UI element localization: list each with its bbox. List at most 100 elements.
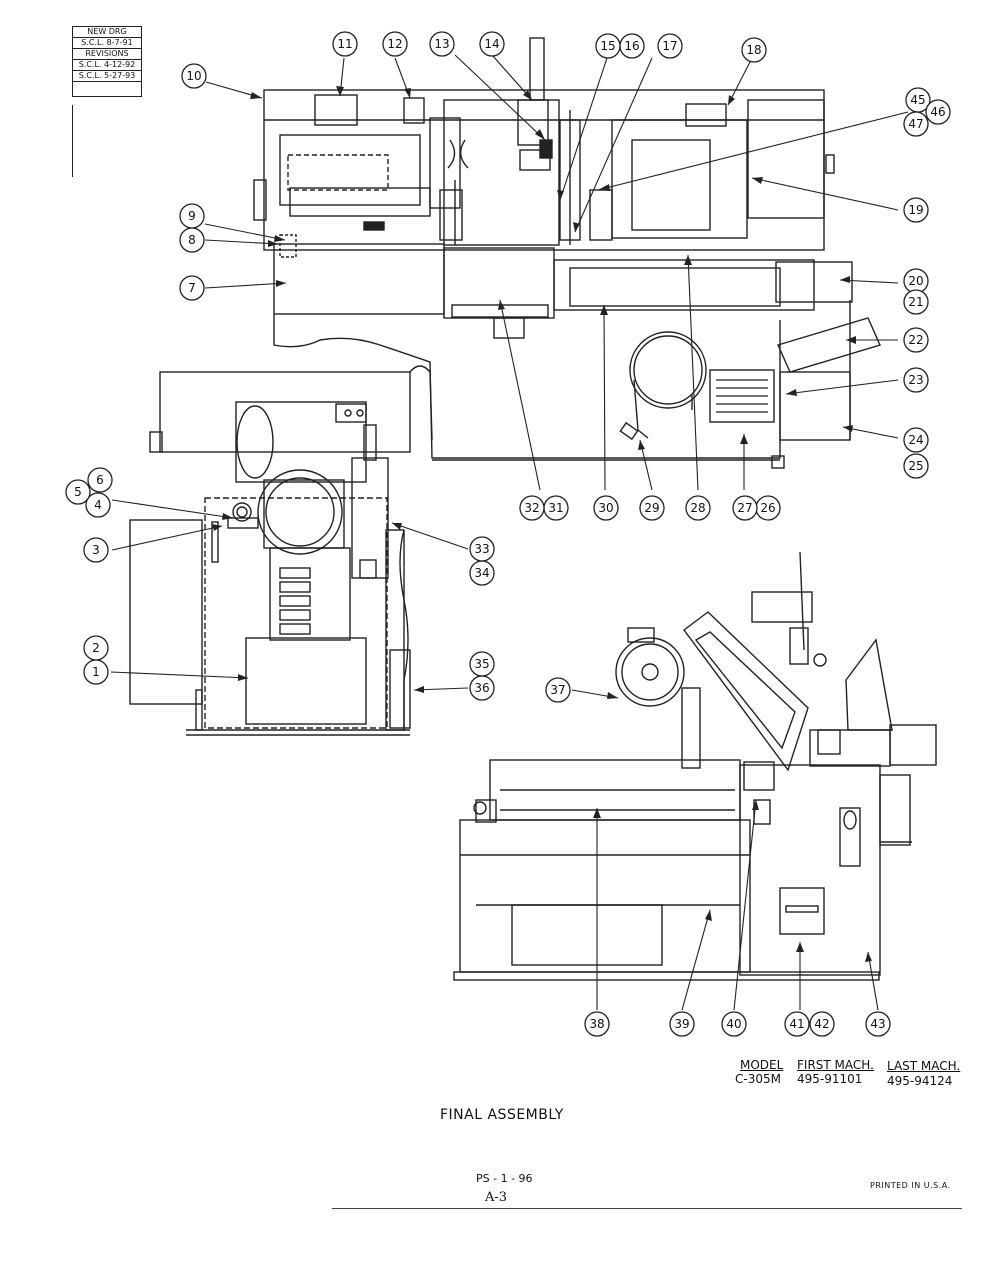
footer-rule <box>332 1208 962 1209</box>
callout-41: 41 <box>784 1011 810 1037</box>
callout-circle <box>619 33 645 59</box>
callout-33: 33 <box>469 536 495 562</box>
callout-circle <box>83 635 109 661</box>
printed-in-usa: PRINTED IN U.S.A. <box>870 1181 951 1190</box>
callout-circle <box>429 31 455 57</box>
callout-circle <box>85 492 111 518</box>
callout-number: 28 <box>690 501 705 515</box>
callout-number: 8 <box>188 233 196 247</box>
callout-number: 2 <box>92 641 100 655</box>
callout-10: 10 <box>181 63 207 89</box>
callout-number: 21 <box>908 295 923 309</box>
callout-number: 31 <box>548 501 563 515</box>
callout-circle <box>469 560 495 586</box>
callout-circle <box>65 479 91 505</box>
callout-number: 36 <box>474 681 489 695</box>
callout-circle <box>903 427 929 453</box>
callout-number: 35 <box>474 657 489 671</box>
callout-circle <box>903 197 929 223</box>
callout-number: 9 <box>188 209 196 223</box>
callout-number: 3 <box>92 543 100 557</box>
callout-7: 7 <box>179 275 205 301</box>
callout-46: 46 <box>925 99 951 125</box>
callout-number: 17 <box>662 39 677 53</box>
callout-25: 25 <box>903 453 929 479</box>
leader-arrowheads <box>212 86 872 962</box>
callout-8: 8 <box>179 227 205 253</box>
callout-circle <box>639 495 665 521</box>
callout-circle <box>332 31 358 57</box>
callout-circle <box>784 1011 810 1037</box>
callout-number: 14 <box>484 37 499 51</box>
callout-circle <box>903 327 929 353</box>
callout-number: 23 <box>908 373 923 387</box>
callout-circle <box>382 31 408 57</box>
callout-number: 34 <box>474 566 489 580</box>
drawing-title: FINAL ASSEMBLY <box>440 1107 564 1123</box>
callout-16: 16 <box>619 33 645 59</box>
callout-circle <box>593 495 619 521</box>
callout-26: 26 <box>755 495 781 521</box>
revisions-label: REVISIONS <box>73 49 141 60</box>
callout-number: 13 <box>434 37 449 51</box>
callout-14: 14 <box>479 31 505 57</box>
callout-number: 7 <box>188 281 196 295</box>
callout-number: 20 <box>908 274 923 288</box>
callout-number: 37 <box>550 683 565 697</box>
callout-circle <box>181 63 207 89</box>
callout-circle <box>87 467 113 493</box>
callout-circle <box>732 495 758 521</box>
callout-circle <box>657 33 683 59</box>
revision-block-stem <box>72 105 73 177</box>
callout-number: 22 <box>908 333 923 347</box>
callout-number: 26 <box>760 501 775 515</box>
callout-19: 19 <box>903 197 929 223</box>
callout-circle <box>741 37 767 63</box>
callout-47: 47 <box>903 111 929 137</box>
callout-24: 24 <box>903 427 929 453</box>
callout-28: 28 <box>685 495 711 521</box>
callout-38: 38 <box>584 1011 610 1037</box>
callout-number: 25 <box>908 459 923 473</box>
callout-15: 15 <box>595 33 621 59</box>
callout-number: 10 <box>186 69 201 83</box>
callout-number: 24 <box>908 433 923 447</box>
callout-number: 16 <box>624 39 639 53</box>
callout-number: 4 <box>94 498 102 512</box>
callout-number: 11 <box>337 37 352 51</box>
last-mach-value: 495-94124 <box>887 1074 953 1088</box>
callout-31: 31 <box>543 495 569 521</box>
callout-32: 32 <box>519 495 545 521</box>
callout-5: 5 <box>65 479 91 505</box>
callout-circle <box>903 453 929 479</box>
revision-1: S.C.L. 4-12-92 <box>73 60 141 71</box>
callout-circle <box>685 495 711 521</box>
callout-30: 30 <box>593 495 619 521</box>
callout-number: 1 <box>92 665 100 679</box>
page-number: PS - 1 - 96 <box>476 1172 533 1185</box>
callout-circle <box>545 677 571 703</box>
callout-39: 39 <box>669 1011 695 1037</box>
callout-number: 33 <box>474 542 489 556</box>
callout-circle <box>903 289 929 315</box>
callout-43: 43 <box>865 1011 891 1037</box>
callout-number: 39 <box>674 1017 689 1031</box>
callout-number: 29 <box>644 501 659 515</box>
side-view-machine <box>129 365 433 736</box>
callout-11: 11 <box>332 31 358 57</box>
callout-number: 42 <box>814 1017 829 1031</box>
callout-number: 6 <box>96 473 104 487</box>
callout-21: 21 <box>903 289 929 315</box>
callout-circle <box>865 1011 891 1037</box>
callout-42: 42 <box>809 1011 835 1037</box>
callout-number: 41 <box>789 1017 804 1031</box>
callout-29: 29 <box>639 495 665 521</box>
callout-22: 22 <box>903 327 929 353</box>
first-mach-value: 495-91101 <box>797 1072 863 1086</box>
page-code: A-3 <box>485 1190 508 1205</box>
callout-27: 27 <box>732 495 758 521</box>
callout-40: 40 <box>721 1011 747 1037</box>
new-drg-label: NEW DRG <box>73 27 141 38</box>
